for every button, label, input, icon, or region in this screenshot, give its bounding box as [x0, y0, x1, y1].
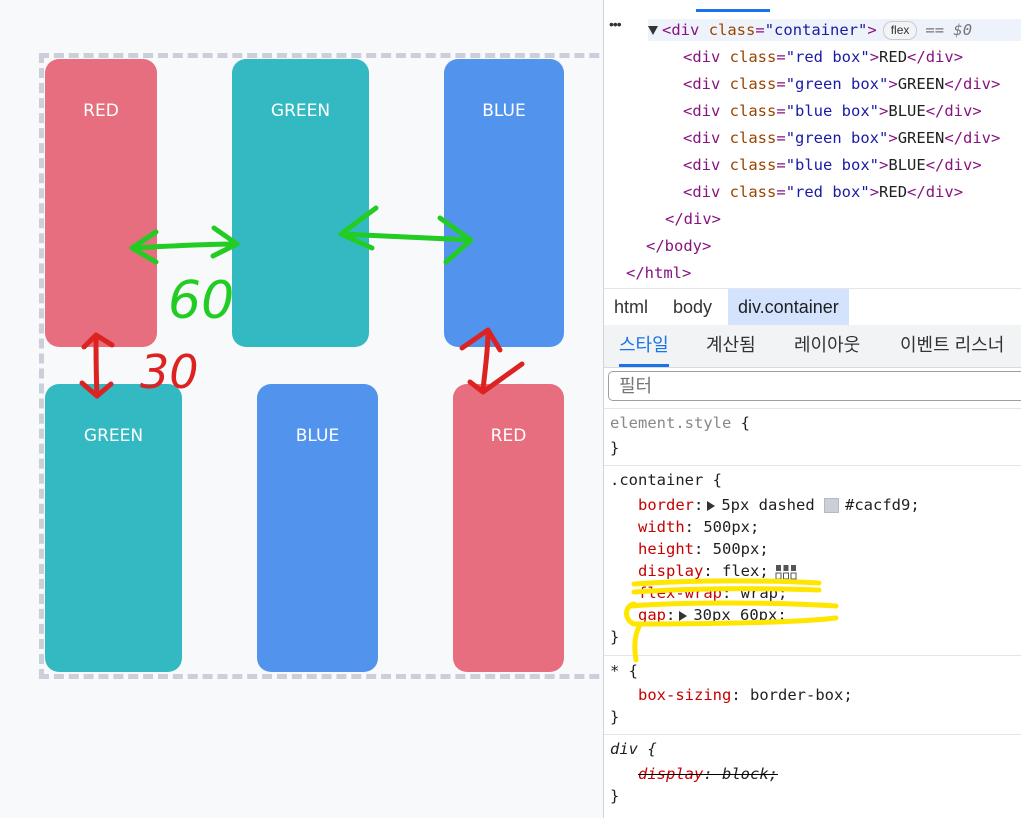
devtools-panel: ••• <div class="container">flex== $0 <di… [603, 0, 1021, 818]
flexbox-editor-icon[interactable] [775, 564, 797, 580]
decl-display-overridden: display: block; [638, 765, 778, 783]
decl-display[interactable]: display: flex; [638, 560, 797, 582]
dom-node-child[interactable]: <div class="blue box">BLUE</div> [683, 102, 982, 120]
blue-box: BLUE [444, 59, 564, 347]
box-label: BLUE [482, 101, 526, 121]
flex-badge[interactable]: flex [882, 21, 918, 40]
selected-marker: == $0 [925, 21, 973, 39]
rule-container-selector[interactable]: .container { [610, 471, 723, 489]
breadcrumb-div-container[interactable]: div.container [728, 289, 849, 325]
rule-universal-selector[interactable]: * { [610, 662, 638, 680]
breadcrumb-html[interactable]: html [614, 297, 649, 317]
decl-box-sizing[interactable]: box-sizing: border-box; [638, 686, 853, 704]
dom-node-child[interactable]: <div class="green box">GREEN</div> [683, 75, 1001, 93]
dom-node-child[interactable]: <div class="blue box">BLUE</div> [683, 156, 982, 174]
filter-input[interactable] [608, 371, 1021, 401]
decl-gap[interactable]: gap:30px 60px; [638, 606, 787, 624]
decl-flex-wrap[interactable]: flex-wrap: wrap; [638, 584, 788, 602]
dom-close-body[interactable]: </body> [646, 237, 712, 255]
red-box: RED [45, 59, 157, 347]
green-box: GREEN [45, 384, 182, 672]
expand-arrow-icon[interactable] [648, 26, 658, 35]
blue-box: BLUE [257, 384, 378, 672]
tag-name: div [671, 21, 700, 39]
tab-event-listeners[interactable]: 이벤트 리스너 [900, 335, 1005, 355]
box-label: RED [83, 101, 119, 121]
breadcrumb: html body div.container [604, 288, 1021, 326]
green-box: GREEN [232, 59, 369, 347]
tab-styles[interactable]: 스타일 [619, 325, 669, 367]
page-preview: RED GREEN BLUE GREEN BLUE RED 60 30 [39, 53, 603, 679]
dom-close-html[interactable]: </html> [626, 264, 692, 282]
breadcrumb-body[interactable]: body [673, 297, 713, 317]
expand-arrow-icon[interactable] [679, 610, 688, 621]
box-label: BLUE [295, 426, 340, 446]
red-box: RED [453, 384, 564, 672]
styles-tabbar: 스타일 계산됨 레이아웃 이벤트 리스너 [604, 325, 1021, 368]
rule-div-user-agent[interactable]: div { [610, 740, 657, 758]
dom-close-div[interactable]: </div> [665, 210, 721, 228]
attr-value: "container" [764, 21, 868, 39]
tab-layout[interactable]: 레이아웃 [794, 335, 861, 355]
dom-node-container[interactable]: <div class="container">flex== $0 [648, 19, 1021, 41]
dom-node-child[interactable]: <div class="red box">RED</div> [683, 183, 964, 201]
decl-height[interactable]: height: 500px; [638, 540, 769, 558]
box-label: GREEN [83, 426, 144, 446]
tab-computed[interactable]: 계산됨 [706, 335, 756, 355]
decl-border[interactable]: border:5px dashed #cacfd9; [638, 496, 920, 514]
box-label: RED [490, 426, 527, 446]
devtools-top-strip [604, 0, 1021, 12]
dom-node-child[interactable]: <div class="red box">RED</div> [683, 48, 964, 66]
color-swatch[interactable] [824, 498, 840, 513]
flex-container [39, 53, 603, 679]
more-icon[interactable]: ••• [609, 16, 622, 32]
decl-width[interactable]: width: 500px; [638, 518, 760, 536]
dom-node-child[interactable]: <div class="green box">GREEN</div> [683, 129, 1001, 147]
rule-element-style[interactable]: element.style { [610, 414, 751, 432]
expand-arrow-icon[interactable] [707, 500, 716, 511]
attr-name: class [708, 21, 756, 39]
box-label: GREEN [270, 101, 331, 121]
